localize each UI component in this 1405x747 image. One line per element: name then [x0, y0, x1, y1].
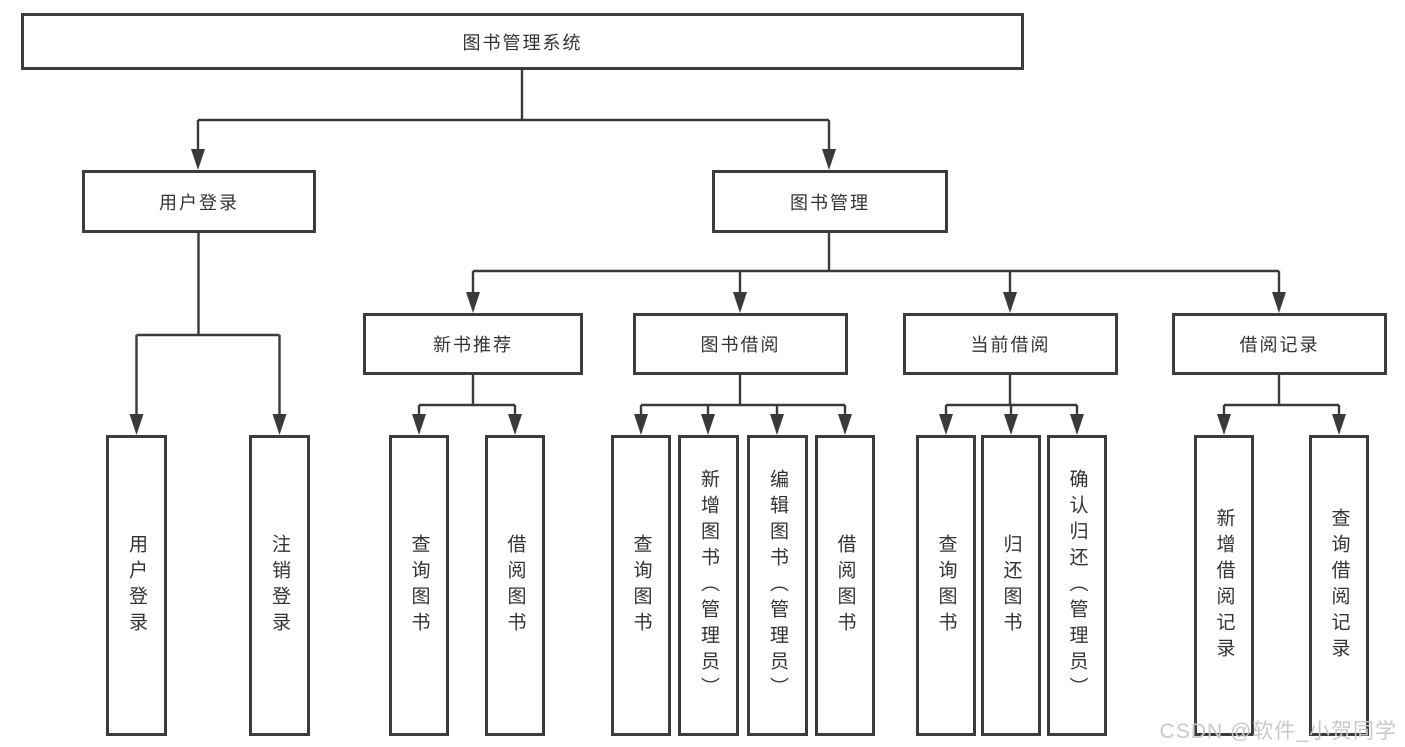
arrowhead-icons	[129, 149, 1346, 435]
node-leaf-edit-book-admin: 编辑图书（管理员）	[747, 435, 808, 736]
node-book-borrowing: 图书借阅	[633, 313, 848, 375]
csdn-watermark: CSDN @软件_小贺同学	[1159, 720, 1397, 743]
node-label: 新增借阅记录	[1213, 507, 1235, 664]
node-label: 借阅记录	[1239, 335, 1320, 355]
node-label: 确认归还（管理员）	[1066, 468, 1088, 703]
node-label: 图书借阅	[700, 335, 781, 355]
node-borrowing-records: 借阅记录	[1172, 313, 1387, 375]
node-leaf-borrow-books-borrowing: 借阅图书	[815, 435, 875, 736]
node-label: 编辑图书（管理员）	[767, 468, 788, 703]
node-leaf-logout: 注销登录	[249, 435, 310, 736]
node-leaf-query-borrow-record: 查询借阅记录	[1309, 435, 1369, 736]
node-book-management: 图书管理	[712, 170, 948, 233]
node-leaf-query-books-borrowing: 查询图书	[611, 435, 671, 736]
node-leaf-return-book: 归还图书	[981, 435, 1041, 736]
node-leaf-login: 用户登录	[106, 435, 167, 736]
node-label: 借阅图书	[834, 533, 856, 638]
node-user-login: 用户登录	[82, 170, 316, 233]
node-label: 查询图书	[935, 533, 957, 638]
tree-edges	[135, 69, 1341, 418]
node-label: 查询借阅记录	[1328, 507, 1350, 664]
node-label: 借阅图书	[504, 533, 526, 638]
node-label: 用户登录	[159, 192, 239, 213]
node-label: 查询图书	[408, 533, 430, 638]
node-label: 当前借阅	[970, 335, 1051, 355]
node-label: 查询图书	[630, 533, 652, 638]
node-leaf-query-books-recommend: 查询图书	[389, 435, 449, 736]
node-leaf-borrow-books-recommend: 借阅图书	[485, 435, 545, 736]
node-current-borrowing: 当前借阅	[903, 313, 1118, 375]
node-new-book-recommendation: 新书推荐	[363, 313, 583, 375]
node-label: 新书推荐	[433, 335, 513, 355]
node-label: 归还图书	[1000, 533, 1022, 638]
node-label: 用户登录	[126, 533, 147, 638]
node-label: 注销登录	[269, 533, 290, 638]
node-label: 图书管理系统	[462, 32, 583, 53]
node-library-management-system: 图书管理系统	[21, 13, 1024, 70]
node-label: 图书管理	[790, 192, 870, 213]
node-leaf-add-book-admin: 新增图书（管理员）	[678, 435, 739, 736]
node-leaf-query-books-current: 查询图书	[916, 435, 976, 736]
node-leaf-confirm-return-admin: 确认归还（管理员）	[1047, 435, 1107, 736]
node-leaf-add-borrow-record: 新增借阅记录	[1194, 435, 1254, 736]
node-label: 新增图书（管理员）	[698, 468, 719, 703]
